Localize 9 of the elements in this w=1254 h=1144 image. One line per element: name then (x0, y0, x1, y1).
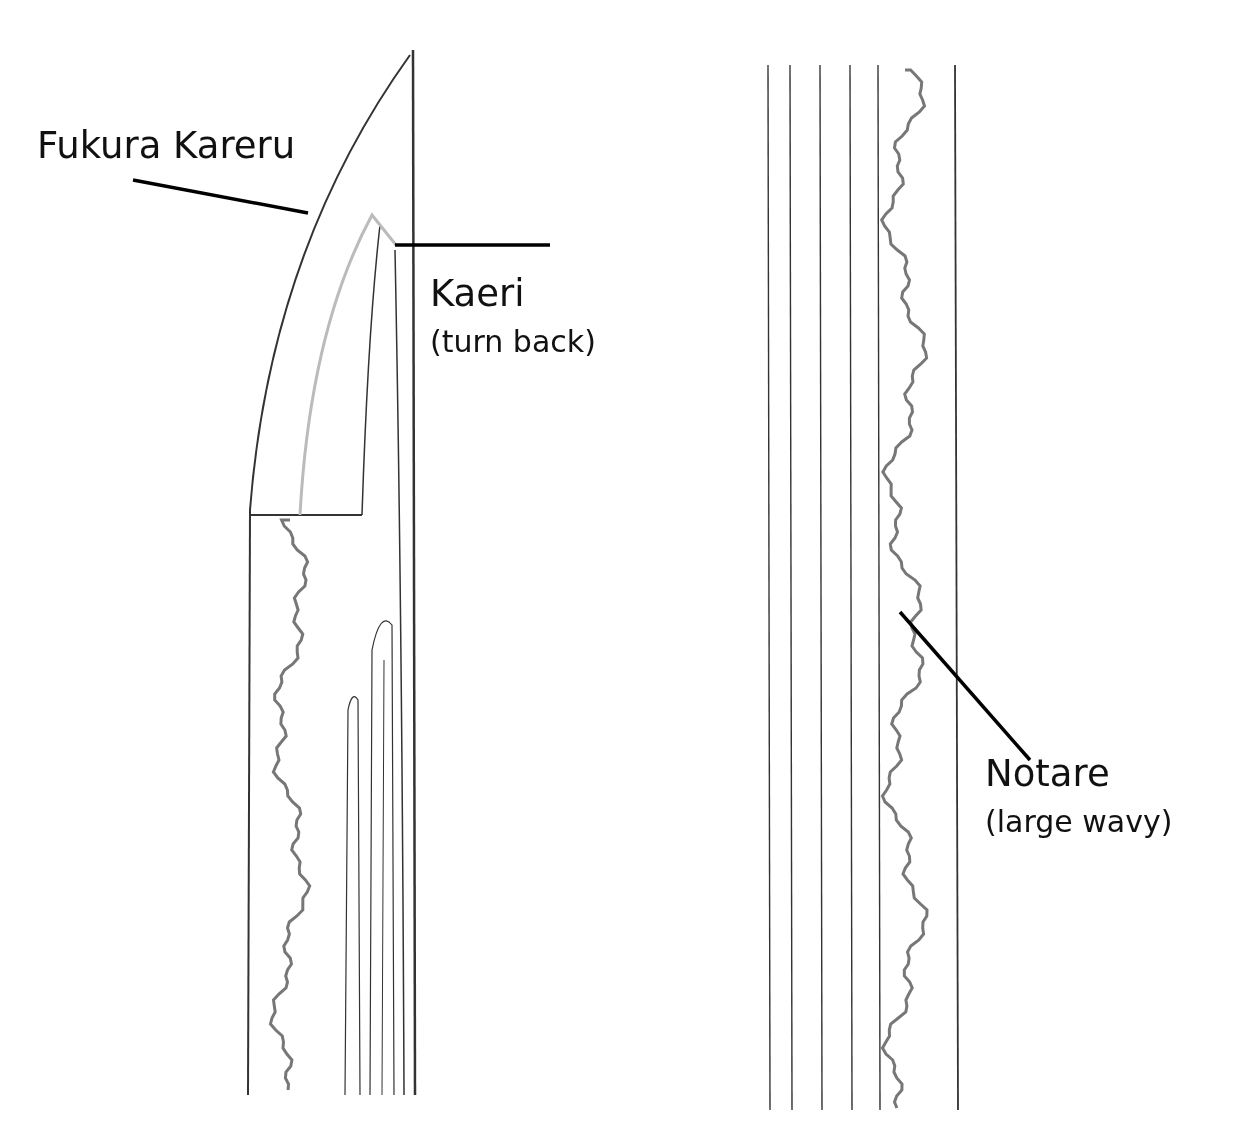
leader-line (898, 610, 1032, 762)
wavy-temper-line (879, 68, 929, 1108)
leader-line (395, 243, 550, 247)
part-label: Fukura Kareru (37, 124, 296, 168)
translation-label: (turn back) (430, 323, 596, 361)
translation-label: (large wavy) (985, 803, 1173, 841)
part-label: Kaeri (430, 272, 526, 316)
leader-line (132, 178, 309, 215)
part-label: Notare (985, 752, 1111, 796)
